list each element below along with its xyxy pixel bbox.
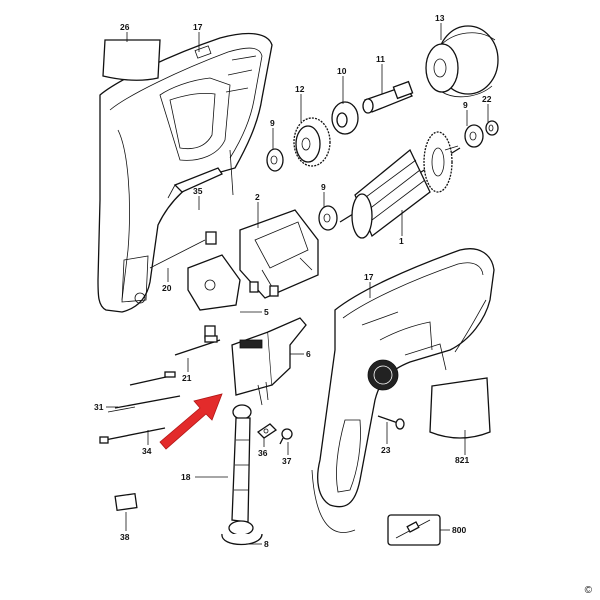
wire-31 bbox=[107, 395, 181, 413]
brush-holder bbox=[149, 231, 241, 339]
part-label-1: 1 bbox=[399, 236, 404, 246]
spindle bbox=[362, 80, 414, 114]
side-handle bbox=[221, 404, 263, 546]
gear-12 bbox=[293, 117, 331, 167]
part-label-9a: 9 bbox=[270, 118, 275, 128]
pointer-arrow bbox=[159, 393, 223, 450]
lead-wire bbox=[129, 371, 176, 386]
clip-22 bbox=[485, 120, 499, 136]
armature bbox=[339, 131, 461, 239]
switch-assembly bbox=[231, 317, 307, 406]
part-label-31: 31 bbox=[94, 402, 104, 412]
part-label-800: 800 bbox=[452, 525, 466, 535]
part-label-18: 18 bbox=[181, 472, 191, 482]
part-label-34: 34 bbox=[142, 446, 152, 456]
screw-37 bbox=[279, 428, 293, 445]
part-label-35: 35 bbox=[193, 186, 203, 196]
chuck bbox=[425, 25, 499, 98]
spring-clip-35 bbox=[167, 149, 234, 199]
part-label-9b: 9 bbox=[463, 100, 468, 110]
copyright-mark: © bbox=[584, 585, 592, 596]
connector-21 bbox=[174, 335, 221, 356]
part-label-10: 10 bbox=[337, 66, 347, 76]
washer-9b bbox=[464, 124, 484, 148]
part-label-12: 12 bbox=[295, 84, 305, 94]
part-label-21: 21 bbox=[182, 373, 192, 383]
washer-9a bbox=[266, 148, 284, 172]
part-label-9c: 9 bbox=[321, 182, 326, 192]
part-label-20: 20 bbox=[162, 283, 172, 293]
clamp-36 bbox=[256, 423, 278, 439]
part-label-17-left: 17 bbox=[193, 22, 203, 32]
left-housing-half bbox=[97, 32, 273, 313]
screw-23 bbox=[377, 415, 405, 430]
leader-lines bbox=[106, 23, 489, 545]
washer-9c bbox=[318, 205, 338, 231]
field-stator bbox=[239, 209, 319, 299]
label-sheet-821 bbox=[429, 377, 491, 439]
part-label-6: 6 bbox=[306, 349, 311, 359]
part-label-23: 23 bbox=[381, 445, 391, 455]
part-label-821: 821 bbox=[455, 455, 469, 465]
wire-34 bbox=[99, 427, 166, 444]
label-sheet-26 bbox=[102, 39, 161, 81]
part-label-17-right: 17 bbox=[364, 272, 374, 282]
part-label-13: 13 bbox=[435, 13, 445, 23]
part-label-26: 26 bbox=[120, 22, 130, 32]
part-label-36: 36 bbox=[258, 448, 268, 458]
part-label-37: 37 bbox=[282, 456, 292, 466]
brush-38 bbox=[114, 492, 138, 512]
part-label-8: 8 bbox=[264, 539, 269, 549]
part-label-11: 11 bbox=[376, 54, 385, 64]
part-label-2: 2 bbox=[255, 192, 260, 202]
part-label-22: 22 bbox=[482, 94, 492, 104]
part-label-38: 38 bbox=[120, 532, 130, 542]
brush-kit-800 bbox=[387, 514, 441, 546]
right-housing-assembled bbox=[311, 248, 495, 533]
bearing-10 bbox=[331, 101, 359, 135]
part-label-5: 5 bbox=[264, 307, 269, 317]
